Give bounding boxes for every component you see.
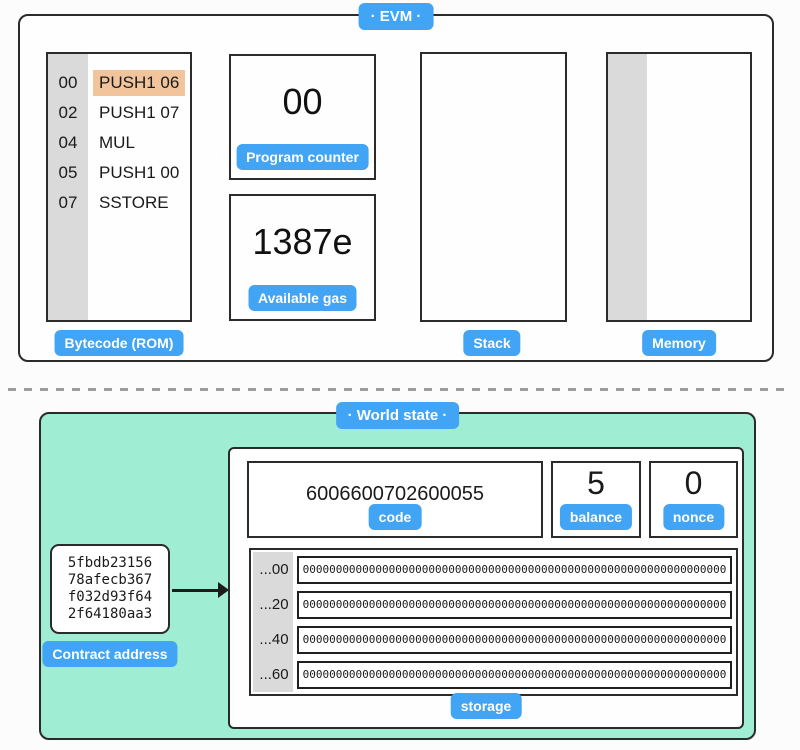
contract-address-line: 5fbdb23156 bbox=[67, 555, 153, 572]
storage-offset: ...20 bbox=[259, 596, 289, 613]
contract-address-badge: Contract address bbox=[42, 641, 178, 667]
bytecode-instruction: PUSH1 06 bbox=[93, 70, 186, 96]
bytecode-offset: 05 bbox=[58, 163, 78, 182]
bytecode-instruction: MUL bbox=[99, 133, 135, 152]
evm-title-badge: · EVM · bbox=[358, 3, 434, 30]
bytecode-row: 02 PUSH1 07 bbox=[48, 98, 190, 128]
storage-offset: ...40 bbox=[259, 631, 289, 648]
bytecode-offset: 00 bbox=[58, 73, 78, 92]
storage-row-value: 0000000000000000000000000000000000000000… bbox=[297, 591, 732, 619]
program-counter-panel: 00 Program counter bbox=[229, 54, 376, 180]
storage-row-value: 0000000000000000000000000000000000000000… bbox=[297, 661, 732, 689]
bytecode-instruction: PUSH1 07 bbox=[99, 103, 180, 122]
contract-address-line: 2f64180aa3 bbox=[67, 605, 153, 622]
available-gas-badge: Available gas bbox=[248, 285, 357, 311]
memory-offset-column bbox=[608, 54, 647, 320]
memory-label-badge: Memory bbox=[642, 330, 716, 356]
arrow-head-icon bbox=[218, 582, 229, 598]
bytecode-instruction: SSTORE bbox=[99, 193, 169, 212]
code-value: 6006600702600055 bbox=[306, 483, 484, 505]
evm-container: · EVM · 00 PUSH1 06 02 PUSH1 07 04 MUL 0… bbox=[18, 3, 774, 362]
code-box: 6006600702600055 code bbox=[247, 461, 543, 538]
world-state-title-badge: · World state · bbox=[335, 402, 460, 429]
account-box: 6006600702600055 code 5 balance 0 nonce … bbox=[228, 447, 744, 729]
memory-panel bbox=[606, 52, 752, 322]
storage-offset: ...60 bbox=[259, 666, 289, 683]
program-counter-badge: Program counter bbox=[236, 144, 369, 170]
bytecode-instruction: PUSH1 00 bbox=[99, 163, 180, 182]
bytecode-offset-column bbox=[48, 54, 88, 320]
storage-offset-column bbox=[253, 552, 293, 692]
world-state-container: · World state · 5fbdb23156 78afecb367 f0… bbox=[39, 402, 756, 740]
storage-table: ...00 0000000000000000000000000000000000… bbox=[249, 548, 738, 696]
contract-address-line: 78afecb367 bbox=[67, 572, 153, 589]
bytecode-row: 04 MUL bbox=[48, 128, 190, 158]
available-gas-panel: 1387e Available gas bbox=[229, 194, 376, 321]
available-gas-value: 1387e bbox=[252, 221, 353, 262]
stack-panel bbox=[420, 52, 567, 322]
nonce-value: 0 bbox=[684, 465, 703, 501]
arrow-line bbox=[172, 589, 220, 592]
bytecode-row: 05 PUSH1 00 bbox=[48, 158, 190, 188]
bytecode-offset: 04 bbox=[58, 133, 78, 152]
bytecode-label-badge: Bytecode (ROM) bbox=[54, 330, 184, 356]
nonce-badge: nonce bbox=[662, 504, 725, 530]
storage-badge: storage bbox=[450, 693, 522, 719]
code-badge: code bbox=[368, 504, 422, 530]
bytecode-row: 07 SSTORE bbox=[48, 188, 190, 218]
program-counter-value: 00 bbox=[282, 81, 323, 122]
bytecode-row: 00 PUSH1 06 bbox=[48, 68, 190, 98]
nonce-box: 0 nonce bbox=[649, 461, 738, 538]
contract-address-line: f032d93f64 bbox=[67, 589, 153, 605]
balance-value: 5 bbox=[587, 465, 605, 501]
bytecode-offset: 07 bbox=[58, 193, 78, 212]
stack-label-badge: Stack bbox=[463, 330, 521, 356]
bytecode-rows: 00 PUSH1 06 02 PUSH1 07 04 MUL 05 PUSH1 … bbox=[48, 68, 190, 218]
bytecode-offset: 02 bbox=[58, 103, 78, 122]
storage-row-value: 0000000000000000000000000000000000000000… bbox=[297, 626, 732, 654]
balance-badge: balance bbox=[559, 504, 633, 530]
storage-offset: ...00 bbox=[259, 561, 289, 578]
contract-address-box: 5fbdb23156 78afecb367 f032d93f64 2f64180… bbox=[50, 544, 170, 634]
bytecode-panel: 00 PUSH1 06 02 PUSH1 07 04 MUL 05 PUSH1 … bbox=[46, 52, 192, 322]
section-divider bbox=[8, 388, 792, 391]
balance-box: 5 balance bbox=[551, 461, 641, 538]
storage-row-value: 0000000000000000000000000000000000000000… bbox=[297, 556, 732, 584]
